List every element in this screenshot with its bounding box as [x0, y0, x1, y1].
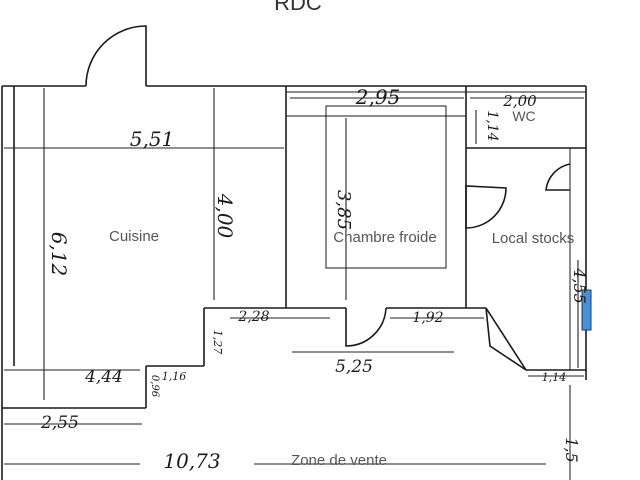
dim-step-b: 1,92 — [412, 310, 443, 326]
room-label-chambre-froide: Chambre froide — [333, 229, 436, 246]
dim-cuisine-width: 5,51 — [130, 127, 175, 151]
walls — [1, 25, 587, 480]
window-marker — [581, 289, 592, 331]
dim-step-c: 5,25 — [335, 357, 373, 377]
plan-title: RDC — [274, 0, 322, 15]
dim-stocks-small: 1,14 — [542, 371, 567, 384]
chambre-froide-box — [325, 105, 447, 269]
dim-total-width: 10,73 — [163, 449, 220, 473]
door-swing-stocks — [465, 185, 507, 229]
dim-wc-width: 2,00 — [502, 92, 537, 110]
door-swing-right — [545, 163, 571, 191]
dim-wc-depth: 1,14 — [484, 110, 500, 141]
dim-step-a: 2,28 — [237, 309, 269, 325]
dim-lower-d: 2,55 — [40, 413, 79, 433]
dim-lower-c: 1,16 — [162, 370, 187, 383]
dim-stocks-depth: 4,55 — [570, 267, 589, 304]
room-label-local-stocks: Local stocks — [492, 230, 575, 247]
dimension-lines — [4, 88, 584, 465]
dim-step-d: 1,27 — [211, 330, 224, 355]
room-label-cuisine: Cuisine — [109, 228, 159, 245]
dim-cuisine-inner: 4,00 — [213, 193, 237, 239]
dim-cuisine-depth: 6,12 — [47, 232, 71, 277]
room-label-zone-vente: Zone de vente — [291, 452, 387, 469]
dim-chambre-depth: 3,85 — [333, 190, 354, 230]
dim-lower-a: 4,44 — [84, 367, 123, 387]
door-swing-center — [345, 307, 387, 347]
room-label-wc: WC — [512, 108, 535, 124]
dim-chambre-width: 2,95 — [355, 85, 401, 109]
dim-right-small: 1,5 — [562, 437, 581, 462]
dim-lower-b: 0,96 — [149, 375, 160, 398]
door-swing-top — [85, 25, 147, 87]
